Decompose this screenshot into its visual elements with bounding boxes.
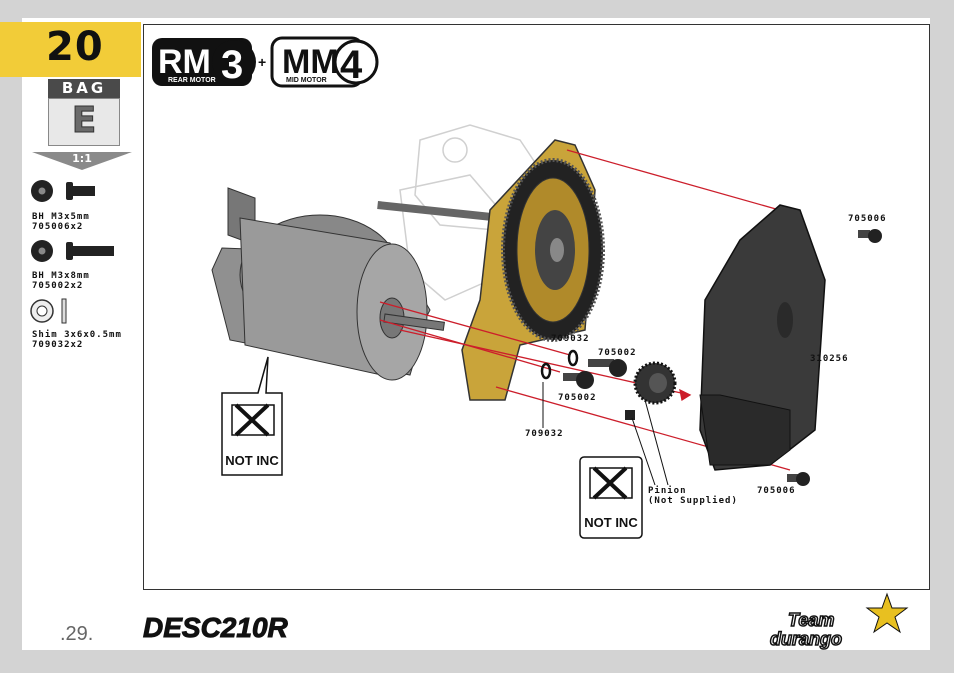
callout-705002-a: 705002 <box>598 348 637 358</box>
team-durango-logo: Team durango <box>769 592 909 650</box>
screw-705006-bottom <box>787 472 810 486</box>
page-number: .29. <box>60 623 94 645</box>
step-number: 20 <box>46 24 104 70</box>
part-code: 709032x2 <box>32 340 84 350</box>
leader-lines <box>542 382 669 486</box>
mm-number: 4 <box>340 43 363 87</box>
plus-sign: + <box>258 54 266 70</box>
drive-shaft <box>377 201 496 222</box>
mm4-badge: MM 4 MID MOTOR <box>270 36 379 88</box>
step-tab <box>0 22 141 77</box>
mm-text: MM <box>282 43 339 81</box>
pinion-label: Pinion <box>648 486 687 496</box>
rm-number: 3 <box>221 43 243 87</box>
screw-705006-top <box>858 229 882 243</box>
screw-705002-b <box>563 371 594 389</box>
not-inc-pinion-label: NOT INC <box>584 515 638 530</box>
not-inc-motor-label: NOT INC <box>225 453 279 468</box>
rm-subtitle: REAR MOTOR <box>168 77 216 84</box>
callout-709032-a: 709032 <box>551 334 590 344</box>
pinion-note: (Not Supplied) <box>648 496 738 506</box>
screw-705002-a <box>588 359 627 377</box>
part-name: Shim 3x6x0.5mm <box>32 330 122 340</box>
part-code: 705006x2 <box>32 222 84 232</box>
scale-label: 1:1 <box>72 152 92 165</box>
callout-310256: 310256 <box>810 354 849 364</box>
rm3-badge: RM 3 REAR MOTOR <box>152 38 256 87</box>
desc210r-logo: DESC210R <box>143 612 290 644</box>
svg-text:DESC210R: DESC210R <box>143 612 289 643</box>
spur-gear <box>501 158 605 342</box>
bag-box <box>48 98 120 146</box>
svg-text:Team: Team <box>788 610 834 630</box>
callout-pinion: Pinion (Not Supplied) <box>648 486 738 506</box>
callout-705006-top: 705006 <box>848 214 887 224</box>
shim-709032-b <box>540 362 552 380</box>
part-name: BH M3x8mm <box>32 271 90 281</box>
rm-text: RM <box>158 43 211 81</box>
shim-709032-a <box>567 349 579 367</box>
bag-letter: E <box>71 100 97 142</box>
callout-705006-bottom: 705006 <box>757 486 796 496</box>
part-code: 705002x2 <box>32 281 84 291</box>
grub-screw <box>625 410 635 420</box>
mm-subtitle: MID MOTOR <box>286 77 327 84</box>
svg-text:durango: durango <box>770 629 842 649</box>
not-inc-motor-box <box>221 356 283 476</box>
callout-705002-b: 705002 <box>558 393 597 403</box>
motor <box>211 187 445 381</box>
bag-label: BAG <box>48 79 120 98</box>
part-name: BH M3x5mm <box>32 212 90 222</box>
not-inc-pinion-box <box>579 456 643 539</box>
gear-cover <box>699 204 826 471</box>
pinion-gear <box>633 361 677 405</box>
guide-lines <box>379 149 791 471</box>
callout-709032-b: 709032 <box>525 429 564 439</box>
